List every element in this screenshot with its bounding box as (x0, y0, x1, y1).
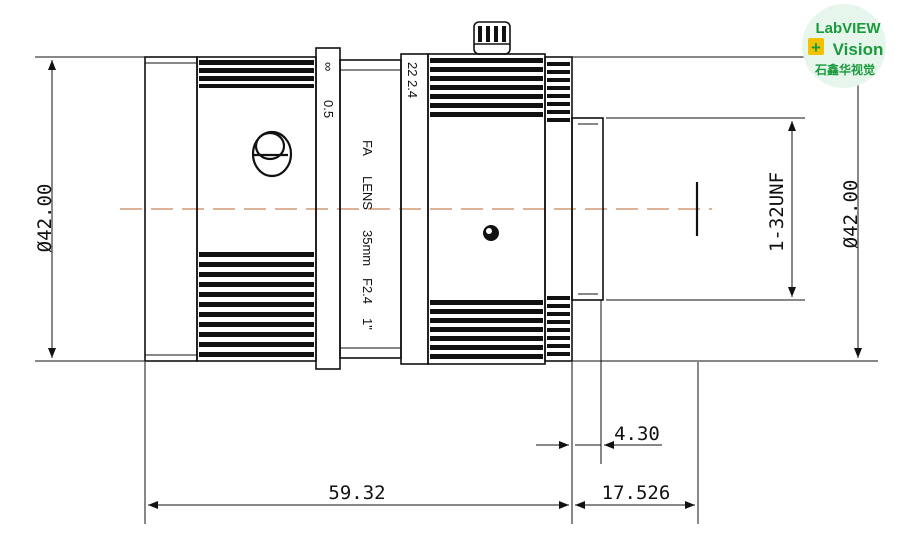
logo-plus: + (811, 38, 821, 57)
plus-icon (808, 38, 824, 55)
aperture-marks: 22 2.4 (405, 62, 420, 98)
svg-text:0.5: 0.5 (321, 100, 336, 118)
mount-offset-label: 4.30 (614, 423, 660, 445)
svg-text:Ø42.00: Ø42.00 (840, 180, 862, 249)
dimension-lines (48, 60, 862, 509)
logo-line1: LabVIEW (815, 20, 881, 37)
svg-text:∞: ∞ (321, 62, 336, 71)
lens-body (144, 21, 604, 370)
svg-text:Ø42.00: Ø42.00 (34, 184, 56, 253)
grip-ribs (199, 26, 570, 359)
lens-model-word: 35mm (360, 230, 375, 266)
lens-model-word: LENS (360, 176, 375, 210)
overall-length-label: 59.32 (328, 482, 385, 504)
extension-lines (35, 56, 878, 524)
svg-text:1-32UNF: 1-32UNF (766, 172, 788, 252)
svg-text:22: 22 (405, 62, 420, 76)
focus-lock-screw (251, 130, 293, 178)
lens-model-word: 1" (360, 318, 375, 330)
left-diameter-label: Ø42.00 (34, 184, 56, 253)
right-diameter-label: Ø42.00 (840, 180, 862, 249)
lens-model-word: F2.4 (360, 278, 375, 304)
focus-min-mark: 0.5 (321, 100, 336, 118)
svg-text:2.4: 2.4 (405, 80, 420, 98)
labview-vision-logo: LabVIEW + Vision 石鑫华视觉 (802, 4, 886, 88)
logo-line3: 石鑫华视觉 (814, 62, 875, 77)
aperture-set-screw (483, 225, 499, 241)
lens-model-word: FA (360, 140, 375, 156)
flange-distance-label: 17.526 (602, 482, 671, 504)
thread-label: 1-32UNF (766, 172, 788, 252)
logo-line2: Vision (833, 40, 884, 59)
focus-inf-mark: ∞ (321, 62, 336, 71)
